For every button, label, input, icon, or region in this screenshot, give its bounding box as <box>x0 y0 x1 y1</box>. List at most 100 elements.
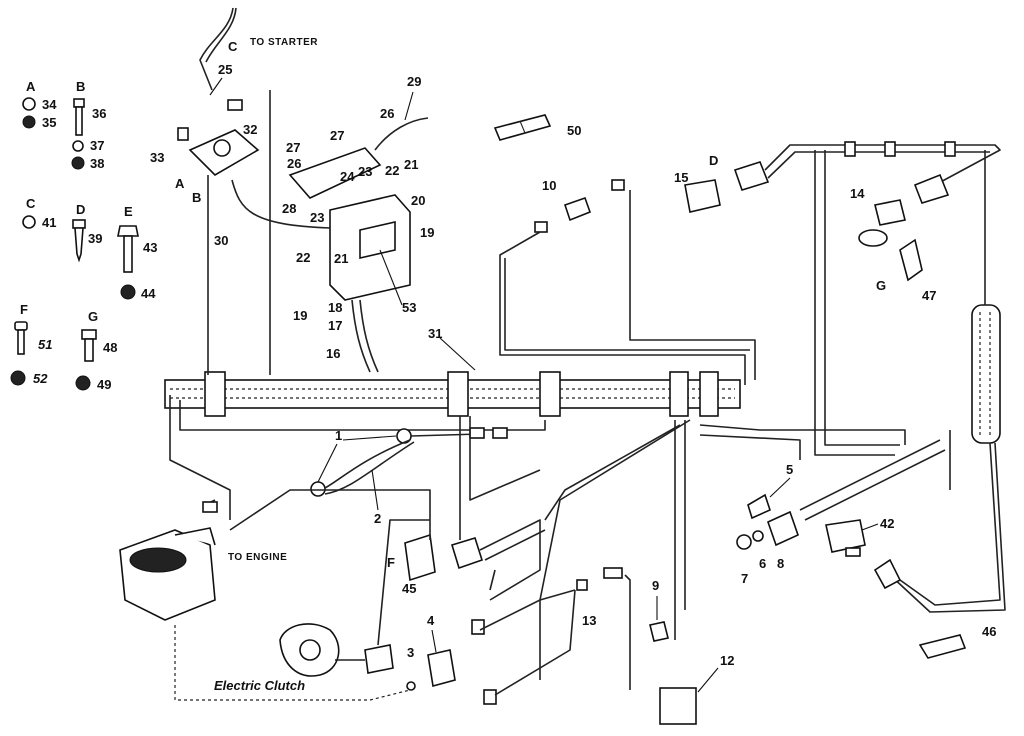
starter-solenoid-area: C TO STARTER 25 32 33 A B 30 <box>150 7 331 375</box>
hardware-letter-f: F <box>20 302 28 317</box>
part-label-26a: 26 <box>287 156 301 171</box>
solenoid-ref-a: A <box>175 176 185 191</box>
part-label-45: 45 <box>402 581 416 596</box>
switch-4 <box>427 649 456 688</box>
engine-ground-path <box>174 625 411 701</box>
main-harness-31: 31 <box>164 326 741 417</box>
harness-clip <box>539 371 561 417</box>
switch-ref-d: D <box>709 153 718 168</box>
harness-sleeve <box>971 304 1001 444</box>
part-label-19a: 19 <box>420 225 434 240</box>
to-engine-caption: TO ENGINE <box>228 552 287 563</box>
connector-10 <box>563 196 592 222</box>
switch-1-bottom <box>310 481 326 497</box>
part-label-7: 7 <box>741 571 748 586</box>
bolt-51-shank <box>17 329 25 355</box>
part-label-38: 38 <box>90 156 104 171</box>
part-label-17: 17 <box>328 318 342 333</box>
clip-13 <box>576 579 588 591</box>
part-label-21b: 21 <box>334 251 348 266</box>
part-label-25: 25 <box>218 62 232 77</box>
hardware-letter-a: A <box>26 79 36 94</box>
hardware-letter-b: B <box>76 79 85 94</box>
part-label-27b: 27 <box>330 128 344 143</box>
cable-16 <box>351 299 371 373</box>
ignition-switch-8 <box>767 510 799 547</box>
battery-hold-down-28 <box>288 147 382 199</box>
lower-components: F 45 13 9 12 4 3 <box>387 416 734 725</box>
harness-clip <box>204 371 226 417</box>
nut-35 <box>22 115 36 129</box>
part-label-6: 6 <box>759 556 766 571</box>
part-label-31: 31 <box>428 326 442 341</box>
terminal <box>227 99 243 111</box>
hardware-letter-d: D <box>76 202 85 217</box>
bolt-48-shank <box>84 338 94 362</box>
part-label-42: 42 <box>880 516 894 531</box>
part-label-41: 41 <box>42 215 56 230</box>
part-label-23b: 23 <box>310 210 324 225</box>
relay-45 <box>404 533 436 582</box>
switch-15 <box>684 179 721 213</box>
key-switch-group: 5 7 6 8 42 46 <box>736 430 1006 659</box>
part-label-32: 32 <box>243 122 257 137</box>
engine <box>119 529 216 621</box>
nut-49 <box>75 375 91 391</box>
part-label-52: 52 <box>33 371 48 386</box>
switch-9 <box>649 621 669 642</box>
part-label-2: 2 <box>374 511 381 526</box>
seat-switch-wire <box>899 442 1001 606</box>
part-label-47: 47 <box>922 288 936 303</box>
plug-connector <box>733 161 770 191</box>
nut-44 <box>120 284 136 300</box>
part-label-16: 16 <box>326 346 340 361</box>
harness-branch <box>499 231 746 385</box>
clip-ref-g: G <box>876 278 886 293</box>
solenoid-ref-b: B <box>192 190 201 205</box>
part-label-48: 48 <box>103 340 117 355</box>
part-label-50: 50 <box>567 123 581 138</box>
hardware-legend: A 34 35 B 36 37 38 C 41 D 39 E 43 44 F 5… <box>10 79 157 392</box>
part-label-5: 5 <box>786 462 793 477</box>
engine-and-clutch: Electric Clutch <box>119 489 431 701</box>
part-label-14: 14 <box>850 186 865 201</box>
bolt-43-shank <box>123 235 133 273</box>
part-label-26b: 26 <box>380 106 394 121</box>
part-label-37: 37 <box>90 138 104 153</box>
part-label-27a: 27 <box>286 140 300 155</box>
hardware-letter-g: G <box>88 309 98 324</box>
part-label-36: 36 <box>92 106 106 121</box>
part-label-19b: 19 <box>293 308 307 323</box>
connector-seat <box>873 558 902 590</box>
part-label-4: 4 <box>427 613 435 628</box>
part-label-22a: 22 <box>385 163 399 178</box>
nut-38 <box>71 156 85 170</box>
clutch-connector <box>364 644 394 674</box>
part-label-35: 35 <box>42 115 56 130</box>
bolt-36-head <box>73 98 85 108</box>
part-label-21a: 21 <box>404 157 418 172</box>
part-label-51: 51 <box>38 337 52 352</box>
part-label-20: 20 <box>411 193 425 208</box>
hardware-letter-c: C <box>26 196 36 211</box>
relay-ref-f: F <box>387 555 395 570</box>
part-label-44: 44 <box>141 286 156 301</box>
part-label-29: 29 <box>407 74 421 89</box>
bolt-48-head <box>81 329 97 340</box>
washer-37 <box>72 140 84 152</box>
connector-harness-plug <box>451 537 483 570</box>
ground-cable-29 <box>374 117 429 151</box>
part-label-34: 34 <box>42 97 57 112</box>
part-label-28: 28 <box>282 201 296 216</box>
part-label-9: 9 <box>652 578 659 593</box>
part-label-46: 46 <box>982 624 996 639</box>
part-label-10: 10 <box>542 178 556 193</box>
hardware-letter-e: E <box>124 204 133 219</box>
relay-14 <box>874 199 906 226</box>
bolt-36-shank <box>75 106 83 136</box>
clip-47 <box>899 238 923 282</box>
part-label-1: 1 <box>335 428 342 443</box>
part-label-15: 15 <box>674 170 688 185</box>
plug-connector-right <box>913 173 950 204</box>
screw-39-shank <box>74 227 84 263</box>
